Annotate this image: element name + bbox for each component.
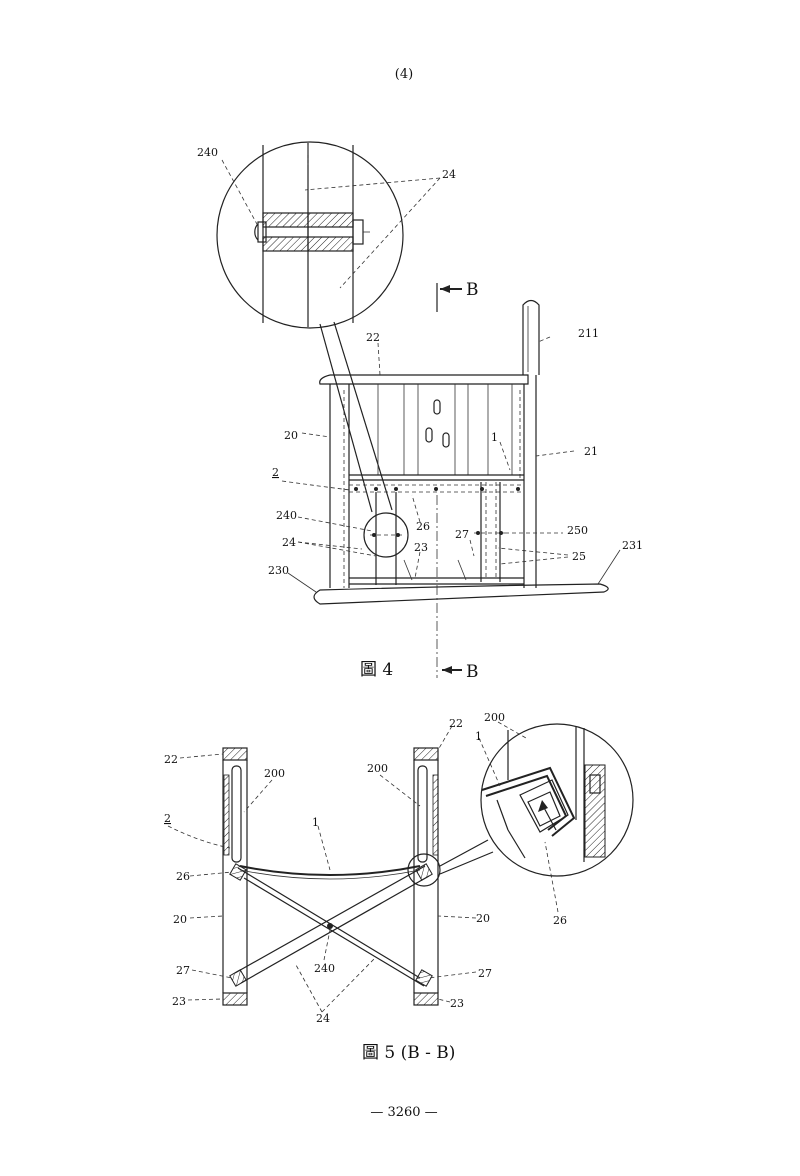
- label-240: 240: [276, 509, 297, 522]
- label-20: 20: [284, 429, 298, 442]
- label-250: 250: [567, 524, 588, 537]
- fig4-detail-circle: [216, 141, 441, 513]
- label-21: 21: [584, 445, 598, 458]
- page-header-label: (4): [395, 67, 413, 82]
- page-number: — 3260 —: [370, 1105, 437, 1120]
- label-231: 231: [622, 539, 643, 552]
- fig5-right-post: [413, 747, 439, 1006]
- label-27: 27: [455, 528, 469, 541]
- label-26-left: 26: [176, 870, 190, 883]
- fig5-seat-fabric: [239, 865, 421, 876]
- label-200-left: 200: [264, 767, 285, 780]
- label-27-right: 27: [478, 967, 492, 980]
- label-26-detail: 26: [553, 914, 567, 927]
- label-22-left: 22: [164, 753, 178, 766]
- label-27-left: 27: [176, 964, 190, 977]
- label-230: 230: [268, 564, 289, 577]
- label-22: 22: [366, 331, 380, 344]
- label-211: 211: [578, 327, 599, 340]
- fig5-detail-circle: [439, 723, 634, 877]
- label-24: 24: [282, 536, 296, 549]
- label-20-left: 20: [173, 913, 187, 926]
- label-240-fig5: 240: [314, 962, 335, 975]
- label-22-right: 22: [449, 717, 463, 730]
- figure-4: 240 24 B: [197, 141, 643, 682]
- fig4-chair-side-view: [313, 299, 609, 678]
- label-200-detail: 200: [484, 711, 505, 724]
- section-mark-b-bottom: B: [466, 662, 479, 682]
- fig4-leader-lines: [281, 336, 621, 593]
- label-26: 26: [416, 520, 430, 533]
- fig4-section-arrow-bottom: [442, 666, 462, 674]
- fig5-left-post: [222, 747, 248, 1006]
- fig5-leader-lines: [167, 721, 559, 1013]
- label-25: 25: [572, 550, 586, 563]
- label-1: 1: [312, 816, 319, 829]
- label-24-detail: 24: [442, 168, 456, 181]
- fig5-x-frame: [229, 853, 441, 987]
- label-1: 1: [491, 431, 498, 444]
- figure-5: 22 22 200 200 200 1 1 2 26 26 20 20 240 …: [164, 711, 634, 1063]
- label-2: 2: [272, 466, 279, 479]
- label-20-right: 20: [476, 912, 490, 925]
- label-1-detail: 1: [475, 730, 482, 743]
- section-mark-b-top: B: [466, 280, 479, 300]
- label-23: 23: [414, 541, 428, 554]
- label-23-right: 23: [450, 997, 464, 1010]
- label-200-right: 200: [367, 762, 388, 775]
- fig4-section-arrow-top: [436, 283, 462, 312]
- label-24-fig5: 24: [316, 1012, 330, 1025]
- label-23-left: 23: [172, 995, 186, 1008]
- label-2-fig5: 2: [164, 812, 171, 825]
- figure-5-caption: 圖 5 (B - B): [362, 1043, 455, 1063]
- figure-4-caption: 圖 4: [360, 660, 393, 680]
- label-240-detail: 240: [197, 146, 218, 159]
